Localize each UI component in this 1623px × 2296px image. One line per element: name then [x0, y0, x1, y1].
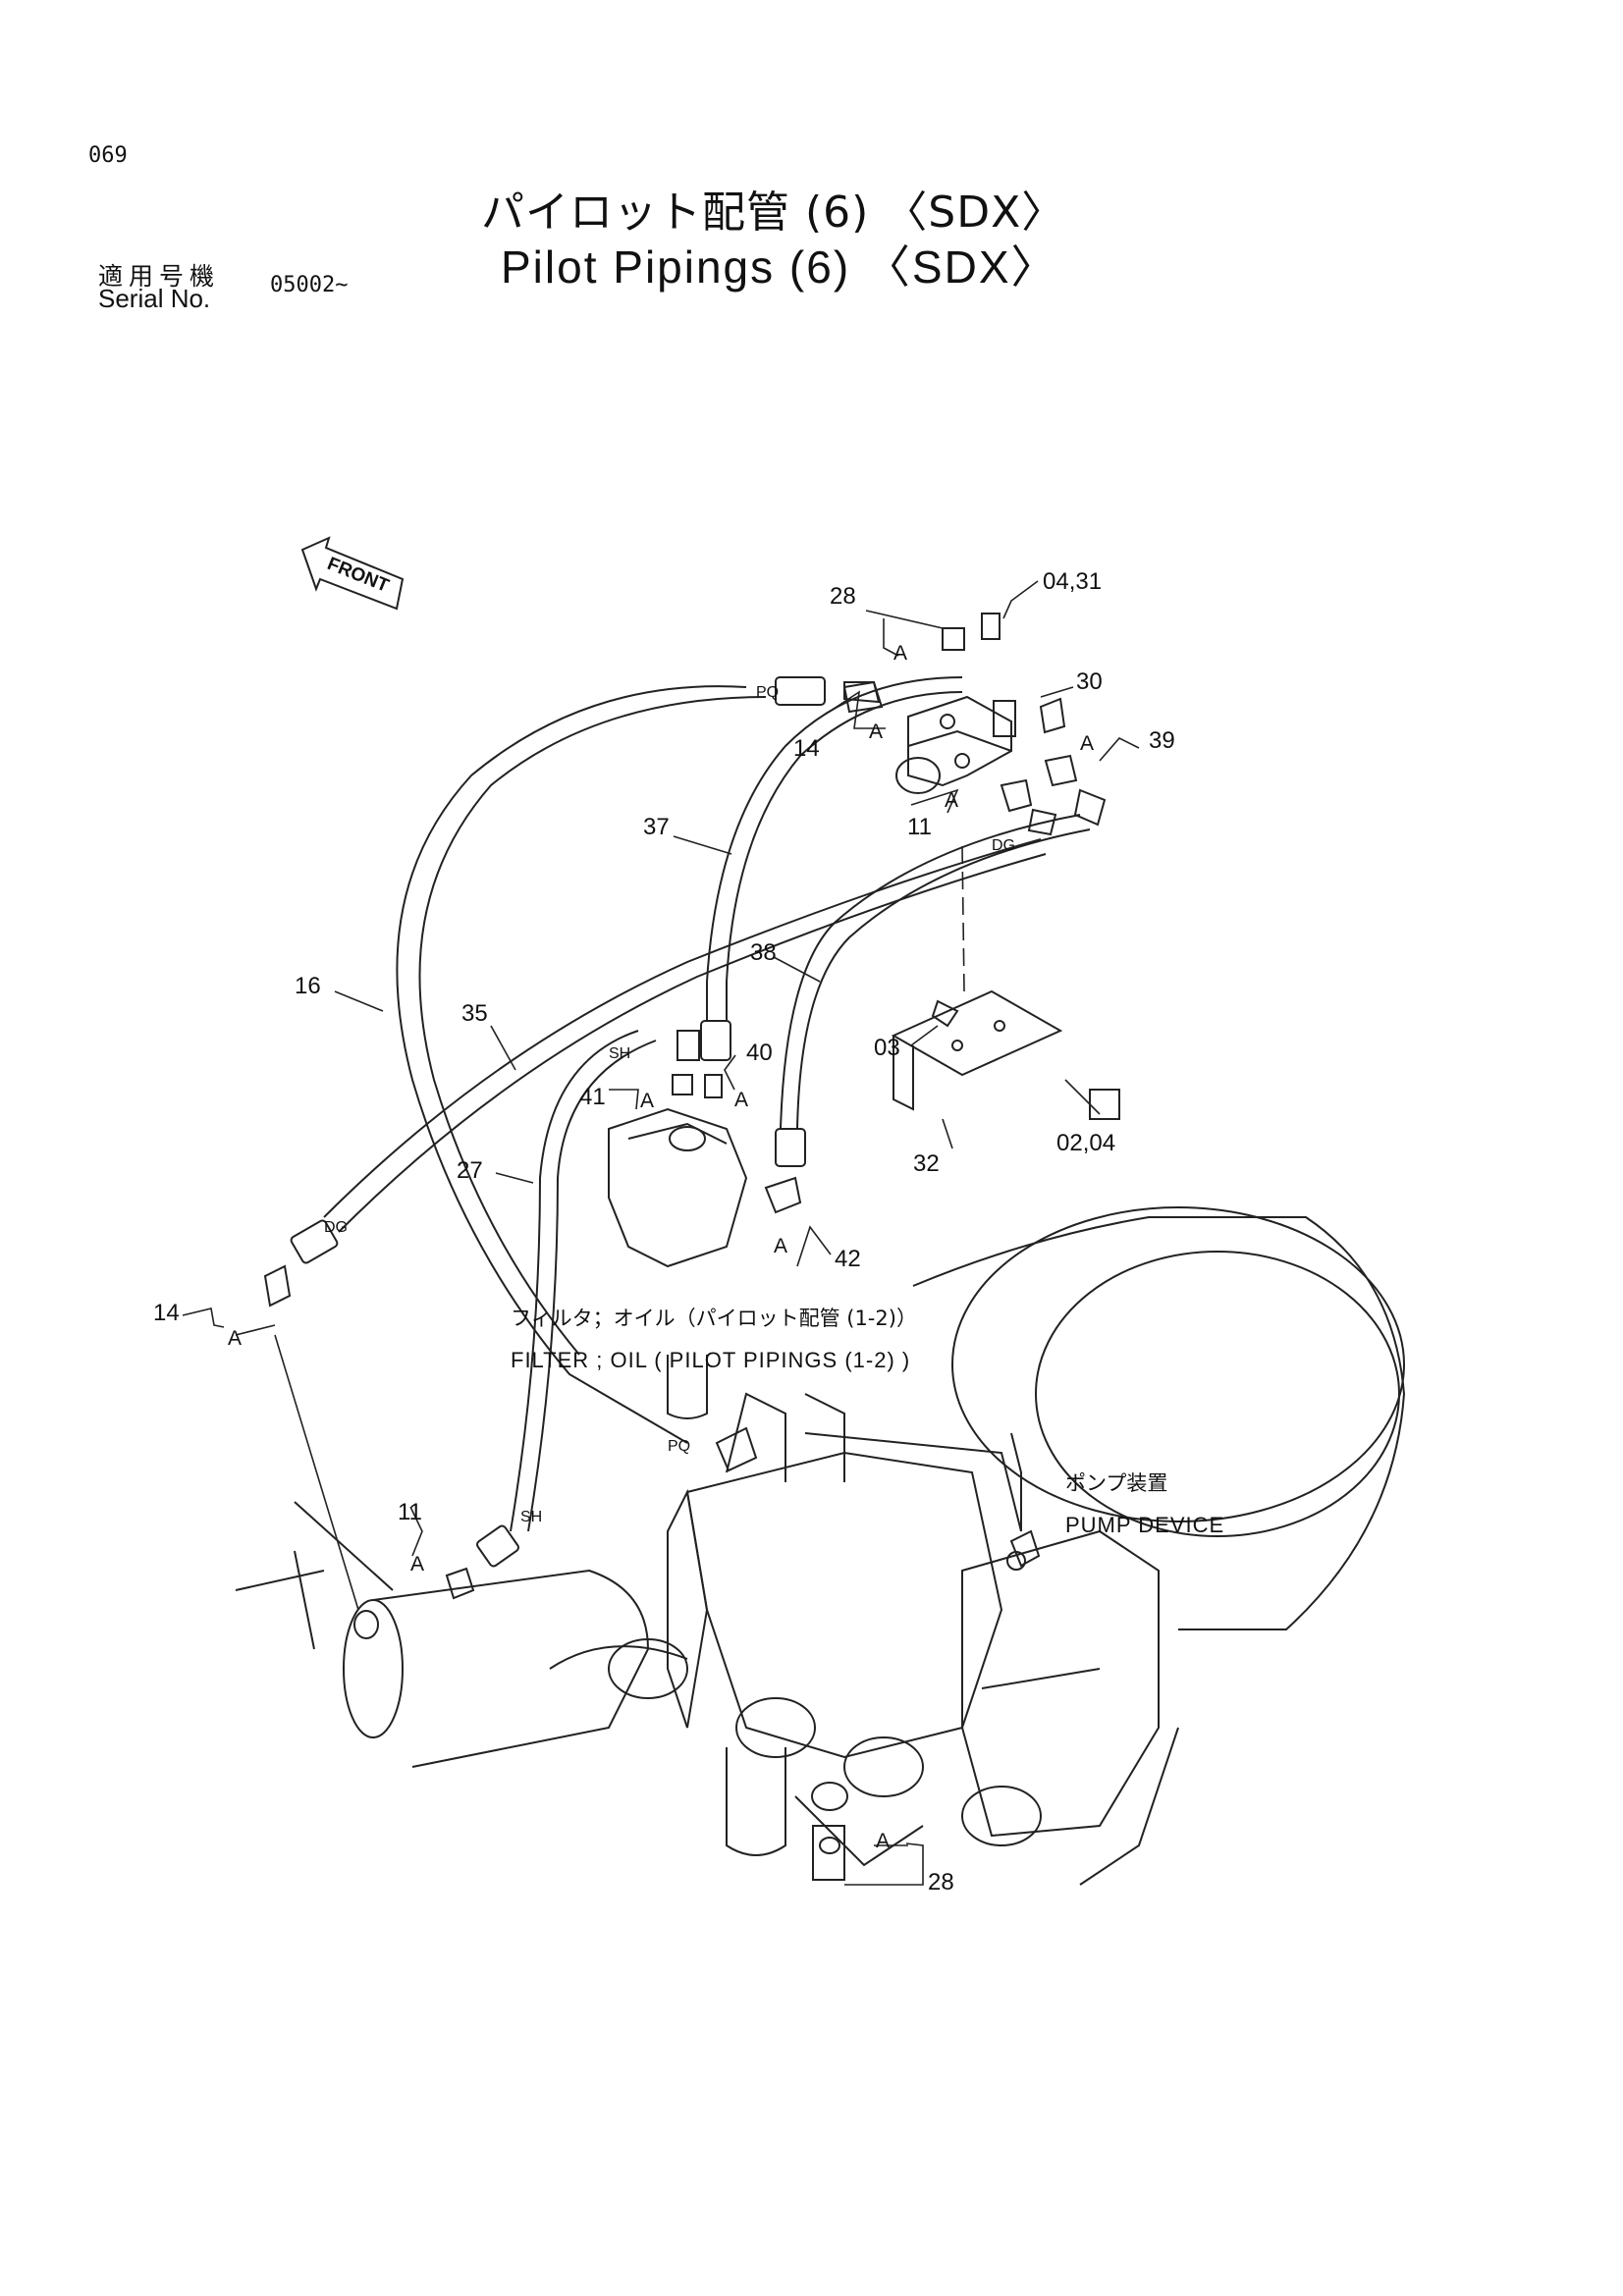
callout-11-top: 11 — [907, 814, 932, 840]
callout-03: 03 — [874, 1035, 900, 1061]
callout-38: 38 — [750, 939, 777, 966]
mark-sh-top: SH — [609, 1045, 630, 1062]
bracket-32-illustration — [891, 989, 1063, 1111]
mark-a-41: A — [640, 1090, 654, 1112]
hose-27-sh — [476, 1030, 657, 1568]
hose-37 — [700, 676, 963, 1061]
callout-27: 27 — [457, 1157, 483, 1184]
page-number: 069 — [88, 143, 128, 168]
pump-device-illustration — [235, 1206, 1406, 1886]
leader-lines — [182, 580, 1140, 1886]
serial-number-value: 05002~ — [270, 273, 349, 297]
note-filter-english: FILTER ; OIL ( PILOT PIPINGS (1-2) ) — [511, 1348, 910, 1372]
page-title-japanese: パイロット配管 (6) 〈SDX〉 — [481, 187, 1066, 238]
callout-32: 32 — [913, 1150, 940, 1177]
hose-35-dg — [290, 838, 1047, 1264]
callout-37: 37 — [643, 814, 670, 840]
callout-28-top: 28 — [830, 583, 856, 610]
callout-04-31: 04,31 — [1043, 568, 1102, 595]
mark-a-42: A — [774, 1235, 787, 1257]
serial-label-japanese: 適用号機 — [98, 262, 221, 291]
mark-a-11-top: A — [945, 789, 958, 812]
mark-sh-bottom: SH — [520, 1509, 542, 1525]
callout-41: 41 — [579, 1084, 606, 1110]
mark-dg-top: DG — [992, 837, 1015, 854]
callout-28-bottom: 28 — [928, 1869, 954, 1896]
fittings — [263, 613, 1120, 1881]
hose-38 — [775, 814, 1091, 1167]
callout-39: 39 — [1149, 727, 1175, 754]
note-filter-japanese: フィルタ；オイル（パイロット配管 (1-2)） — [511, 1307, 917, 1330]
page-title-english: Pilot Pipings (6) 〈SDX〉 — [501, 241, 1058, 293]
serial-label-english: Serial No. — [98, 284, 211, 313]
oil-filter-illustration — [608, 1107, 748, 1419]
callout-14-left: 14 — [153, 1300, 180, 1326]
mark-a-28-top: A — [893, 642, 907, 665]
note-pump-japanese: ポンプ装置 — [1065, 1471, 1167, 1495]
mark-dg-left: DG — [324, 1219, 348, 1236]
mark-pq-top: PQ — [756, 684, 779, 701]
mark-a-14-left: A — [228, 1327, 242, 1350]
callout-16: 16 — [295, 973, 321, 999]
callout-42: 42 — [835, 1246, 861, 1272]
callout-35: 35 — [461, 1000, 488, 1027]
mark-a-11-bottom: A — [410, 1553, 424, 1575]
note-pump-english: PUMP DEVICE — [1065, 1513, 1224, 1537]
front-direction-arrow: FRONT — [300, 536, 405, 611]
mark-a-39: A — [1080, 732, 1094, 755]
mark-a-40: A — [734, 1089, 748, 1111]
mark-a-14-top: A — [869, 721, 883, 743]
callout-11-bottom: 11 — [398, 1499, 422, 1525]
hose-16 — [396, 676, 881, 1444]
callout-30: 30 — [1076, 668, 1103, 695]
callout-14-top: 14 — [793, 735, 820, 762]
mark-pq-bottom: PQ — [668, 1438, 690, 1455]
callout-02-04: 02,04 — [1056, 1130, 1115, 1156]
pilot-valve-block — [895, 695, 1016, 794]
callout-40: 40 — [746, 1040, 773, 1066]
mark-a-28-bottom: A — [876, 1830, 890, 1852]
